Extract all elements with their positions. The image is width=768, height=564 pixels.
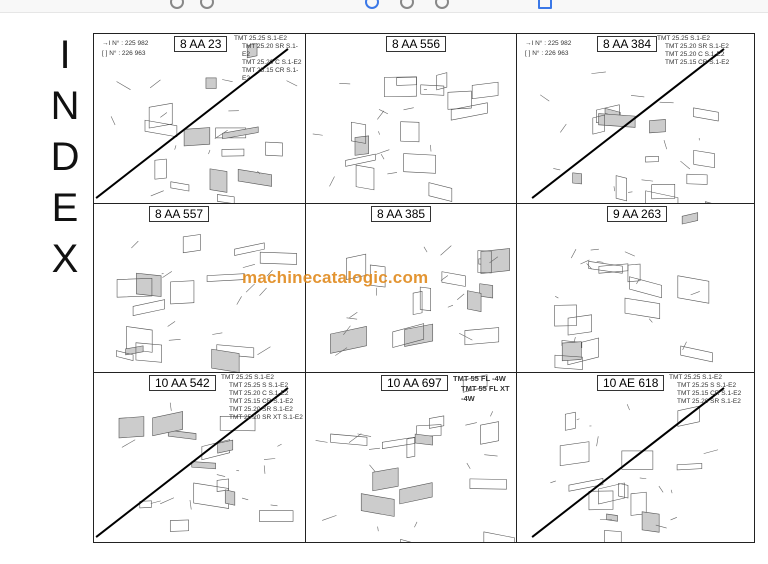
- diagram-code: 8 AA 384: [597, 36, 658, 52]
- diagram-code: 10 AA 697: [381, 375, 448, 391]
- model-name: TMT 55 FL XT -4W: [461, 384, 510, 403]
- model-name: TMT 25.15 CR S.1-E2: [665, 59, 730, 66]
- parts-diagram: [554, 212, 713, 370]
- diagram-cell[interactable]: 8 AA 385: [306, 204, 517, 373]
- page-icon[interactable]: [538, 0, 552, 9]
- model-name: TMT 25.25 S.1-E2: [234, 35, 287, 42]
- index-letter: X: [51, 237, 79, 281]
- cross-out-line: [531, 387, 725, 538]
- index-letter: N: [50, 84, 80, 128]
- index-title: I N D E X: [50, 30, 80, 285]
- model-name: TMT 55 FL -4W: [453, 374, 506, 383]
- tool-icon[interactable]: [400, 0, 414, 9]
- parts-diagram: [531, 387, 725, 542]
- cross-out-line: [531, 48, 725, 199]
- model-name: TMT 25.20 SR XT S.1-E2: [229, 414, 303, 421]
- zoom-in-icon[interactable]: [200, 0, 214, 9]
- cross-out-line: [95, 48, 289, 199]
- serial-refs: →I N° : 225 982 [ ] N° : 226 963: [102, 39, 148, 59]
- diagram-code: 10 AE 618: [597, 375, 665, 391]
- parts-diagram: [95, 387, 294, 538]
- model-name: TMT 25.15 CR S.1-E2: [242, 67, 299, 82]
- model-name: TMT 25.20 C S.1-E2: [229, 390, 289, 397]
- index-letter: I: [59, 33, 71, 77]
- parts-diagram: [330, 245, 510, 356]
- model-name: TMT 25.20 C S.1-E2: [665, 51, 725, 58]
- model-name: TMT 25.15 CR S.1-E2: [677, 390, 742, 397]
- model-name: TMT 25.25 S.1-E2: [657, 35, 710, 42]
- model-name: TMT 25.25 S S.1-E2: [677, 382, 737, 389]
- parts-diagram: [116, 234, 297, 372]
- diagram-code: 8 AA 557: [149, 206, 210, 222]
- diagram-cell[interactable]: 9 AA 263: [517, 204, 754, 373]
- diagram-code: 8 AA 23: [174, 36, 228, 52]
- serial-refs: →I N° : 225 982 [ ] N° : 226 963: [525, 39, 571, 59]
- viewer-toolbar: [0, 0, 768, 13]
- model-name: TMT 25.15 CR S.1-E2: [229, 398, 294, 405]
- model-name: TMT 25.20 C S.1-E2: [242, 59, 302, 66]
- index-letter: D: [50, 135, 80, 179]
- cross-out-line: [95, 387, 289, 538]
- watermark: machinecatalogic.com: [242, 268, 429, 287]
- index-letter: E: [51, 186, 79, 230]
- model-name: TMT 25.20 SR S.1-E2: [677, 398, 741, 405]
- diagram-cell[interactable]: 8 AA 556: [306, 34, 517, 204]
- diagram-code: 10 AA 542: [149, 375, 216, 391]
- zoom-out-icon[interactable]: [170, 0, 184, 9]
- diagram-code: 8 AA 556: [386, 36, 447, 52]
- tool-icon[interactable]: [435, 0, 449, 9]
- rotate-icon[interactable]: [365, 0, 379, 9]
- model-name: TMT 25.20 SR S.1-E2: [242, 43, 298, 58]
- serial-ref: [ ] N° : 226 963: [102, 50, 146, 57]
- model-name: TMT 25.25 S S.1-E2: [229, 382, 289, 389]
- serial-ref: →I N° : 225 982: [102, 40, 149, 47]
- diagram-code: 8 AA 385: [371, 206, 432, 222]
- parts-diagram: [531, 48, 730, 203]
- parts-diagram: [312, 72, 499, 202]
- diagram-cell[interactable]: 8 AA 557: [94, 204, 306, 373]
- model-name: TMT 25.20 SR S.1-E2: [229, 406, 293, 413]
- model-name: TMT 25.25 S.1-E2: [669, 374, 722, 381]
- serial-ref: →I N° : 225 982: [525, 40, 572, 47]
- serial-ref: [ ] N° : 226 963: [525, 50, 569, 57]
- model-name: TMT 25.20 SR S.1-E2: [665, 43, 729, 50]
- diagram-code: 9 AA 263: [607, 206, 668, 222]
- parts-diagram: [95, 43, 298, 203]
- model-name: TMT 25.25 S.1-E2: [221, 374, 274, 381]
- parts-diagram: [315, 374, 515, 542]
